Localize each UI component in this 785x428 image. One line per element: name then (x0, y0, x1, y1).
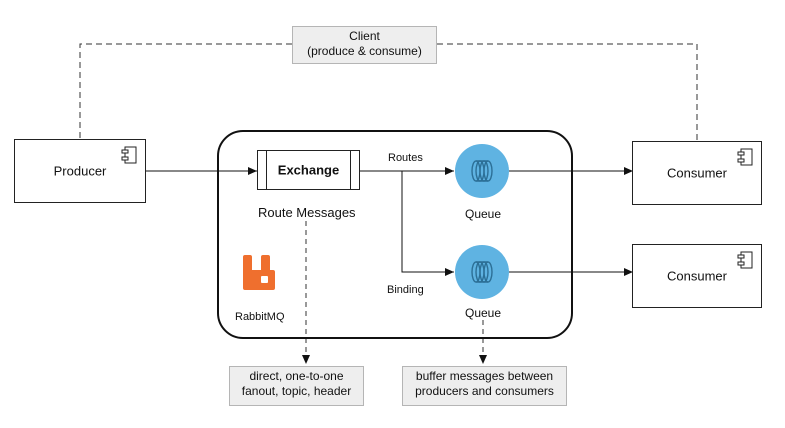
queue-note-line2: producers and consumers (415, 384, 554, 398)
exchange-label: Exchange (277, 162, 340, 178)
component-icon (737, 251, 753, 269)
client-title: Client (349, 29, 380, 43)
exchange-note-line2: fanout, topic, header (241, 384, 352, 398)
queue-purpose-note: buffer messages between producers and co… (402, 366, 567, 406)
component-icon (121, 146, 137, 164)
consumer-label: Consumer (667, 268, 727, 284)
consumer-component[interactable]: Consumer (632, 141, 762, 205)
component-icon (737, 148, 753, 166)
client-note: Client (produce & consume) (292, 26, 437, 64)
exchange-types-note: direct, one-to-one fanout, topic, header (229, 366, 364, 406)
exchange-note-line1: direct, one-to-one (249, 369, 344, 383)
exchange-to-queue2-binding-arrow (401, 171, 454, 276)
binding-label: Binding (387, 284, 424, 296)
queue-icon[interactable] (454, 143, 510, 199)
client-dashed-connector (79, 43, 698, 140)
queue-icon[interactable] (454, 244, 510, 300)
exchange-node[interactable]: Exchange (257, 150, 360, 190)
queue-label: Queue (465, 306, 502, 320)
producer-label: Producer (53, 163, 107, 179)
rabbitmq-broker (217, 130, 573, 339)
routes-label: Routes (388, 152, 423, 164)
consumer-component[interactable]: Consumer (632, 244, 762, 308)
queue-label: Queue (465, 207, 502, 221)
queue-note-line1: buffer messages between (415, 369, 554, 383)
consumer-label: Consumer (667, 165, 727, 181)
rabbitmq-logo-icon (243, 255, 275, 290)
producer-component[interactable]: Producer (14, 139, 146, 203)
exchange-caption: Route Messages (258, 205, 356, 220)
broker-name: RabbitMQ (235, 311, 285, 323)
client-subtitle: (produce & consume) (307, 44, 422, 58)
